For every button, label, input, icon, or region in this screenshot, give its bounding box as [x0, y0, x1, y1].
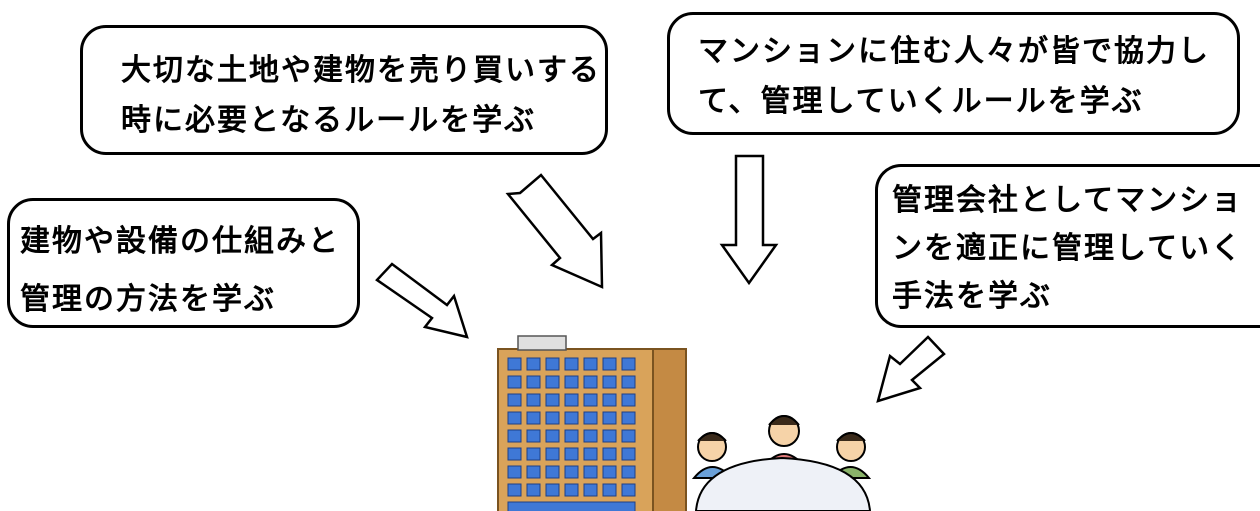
bubble-building-facilities: 建物や設備の仕組みと 管理の方法を学ぶ [7, 198, 360, 328]
arrow-down-right-icon [505, 173, 604, 289]
bubble-text-line: 管理の方法を学ぶ [20, 282, 276, 317]
bubble-management-company-methods: 管理会社としてマンショ ンを適正に管理していく 手法を学ぶ [875, 164, 1260, 328]
bubble-condominium-management-rules: マンションに住む人々が皆で協力し て、管理していくルールを学ぶ [667, 12, 1240, 135]
arrow-right-down-icon [375, 262, 469, 339]
arrow-down-left-icon [876, 335, 946, 403]
bubble-real-estate-transactions: 大切な土地や建物を売り買いする 時に必要となるルールを学ぶ [80, 25, 608, 155]
arrow-down-icon [719, 154, 779, 286]
bubble-text-line: て、管理していくルールを学ぶ [698, 84, 1144, 119]
meeting-people-icon [691, 415, 872, 511]
bubble-text-line: 建物や設備の仕組みと [20, 224, 340, 259]
bubble-text-line: ンを適正に管理していく [892, 231, 1244, 266]
bubble-text-line: マンションに住む人々が皆で協力し [698, 34, 1210, 69]
apartment-building-icon [497, 335, 687, 511]
bubble-text-line: 手法を学ぶ [892, 279, 1052, 314]
bubble-text-line: 大切な土地や建物を売り買いする [121, 53, 601, 88]
bubble-text-line: 時に必要となるルールを学ぶ [121, 103, 537, 138]
bubble-text-line: 管理会社としてマンショ [892, 183, 1244, 218]
